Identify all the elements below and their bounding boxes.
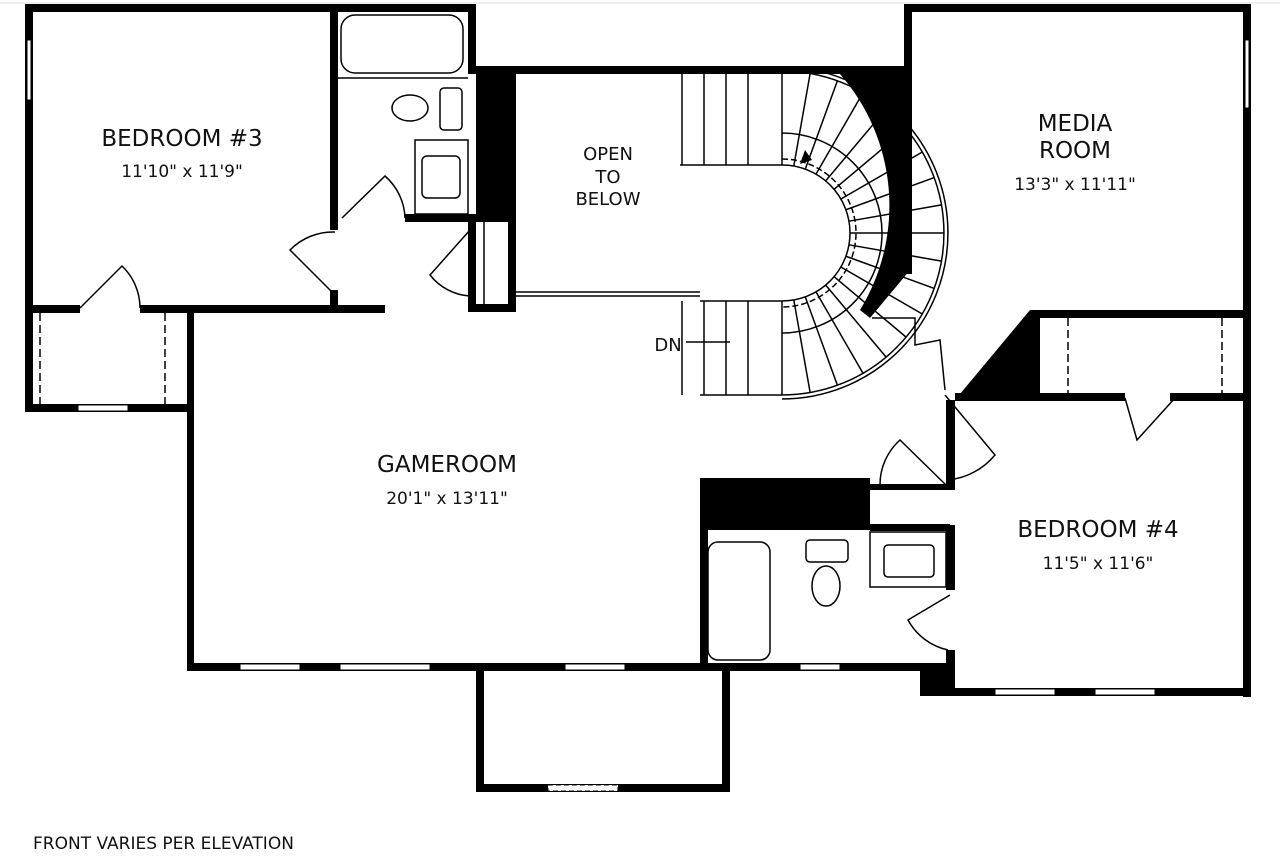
media-room-name-2: ROOM [1039,138,1111,164]
stair-tread [804,296,839,386]
stair-tread [825,284,887,358]
stair-tread [804,80,839,170]
bedroom3-name: BEDROOM #3 [101,126,262,152]
gameroom-name: GAMEROOM [377,452,517,478]
spiral-staircase [680,66,949,400]
bedroom4-size: 11'5" x 11'6" [1043,554,1154,574]
stair-tread [848,204,942,222]
stair-tread [833,128,907,190]
stair-outer-rail [781,66,949,400]
open-to-below-3: BELOW [575,189,640,210]
bedroom4-name: BEDROOM #4 [1017,517,1178,543]
open-to-below-1: OPEN [583,144,633,165]
stair-tread [840,266,923,315]
up-arrow-icon [800,150,812,164]
media-room-name-1: MEDIA [1038,111,1113,137]
bathtub-icon [707,541,771,661]
windows [26,39,1250,792]
bedroom3-size: 11'10" x 11'9" [121,162,243,182]
stair-tread [840,151,923,200]
stair-tread [815,291,864,374]
stair-tread [793,299,811,393]
stair-tread [848,244,942,262]
toilet-icon [391,94,429,122]
sink-icon [421,155,461,199]
stair-tread [815,92,864,175]
open-to-below-2: TO [594,167,620,188]
stair-tread [845,176,935,211]
stair-tread [833,276,907,338]
stair-handrail [781,158,857,308]
fixtures [39,14,1223,661]
stairs-down-label: DN [654,335,681,356]
gameroom-size: 20'1" x 13'11" [386,489,508,509]
doors [79,174,1176,651]
toilet-icon [811,565,841,607]
stair-tread [845,255,935,290]
footer-note: FRONT VARIES PER ELEVATION [33,834,294,854]
stair-tread [793,73,811,167]
walls [25,4,1251,792]
bathtub-icon [340,14,464,74]
sink-icon [883,544,935,578]
room-labels: BEDROOM #3 11'10" x 11'9" OPEN TO BELOW … [33,111,1179,854]
media-room-size: 13'3" x 11'11" [1014,175,1136,195]
stair-tread [825,108,887,182]
